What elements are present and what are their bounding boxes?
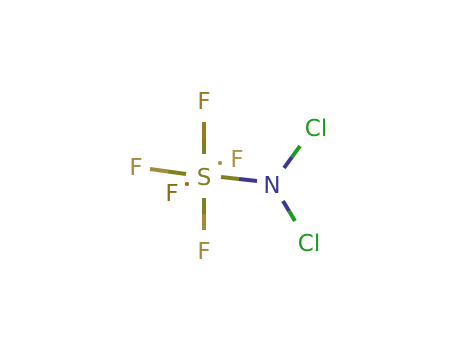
atom-cl-top: Cl xyxy=(305,116,327,142)
atom-f-bottom: F xyxy=(197,239,210,265)
atom-f-top: F xyxy=(197,89,210,115)
atom-f-left: F xyxy=(129,155,142,181)
atom-f-back: F xyxy=(230,147,243,173)
bond-dot-back xyxy=(218,161,222,165)
atom-cl-bottom: Cl xyxy=(298,231,320,257)
atom-n: N xyxy=(263,173,280,199)
bond-s-n xyxy=(220,175,240,181)
bonds xyxy=(149,122,302,230)
atom-s: S xyxy=(197,165,212,191)
bond-n-cl-top xyxy=(282,155,294,170)
bond-s-n-2 xyxy=(238,177,258,183)
bond-s-f-left-2 xyxy=(167,169,187,176)
bond-s-f-left xyxy=(149,167,169,174)
atom-f-front: F xyxy=(165,181,178,207)
bond-n-cl-bottom-2 xyxy=(287,209,297,223)
bond-n-cl-bottom xyxy=(281,199,291,213)
bond-n-cl-top-2 xyxy=(290,144,302,159)
bond-dot-front xyxy=(185,182,189,186)
